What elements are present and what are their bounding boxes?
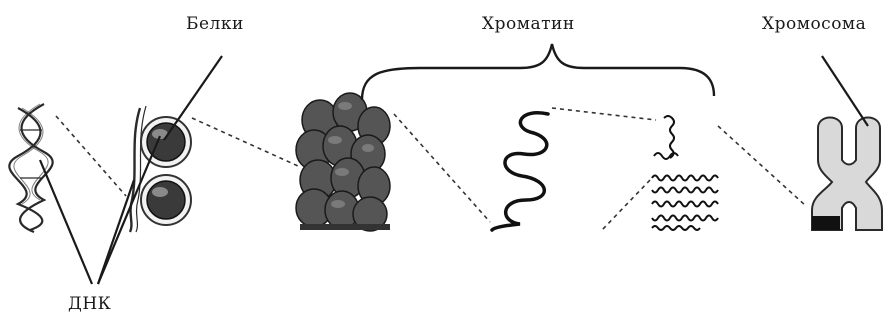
chromatin-loops (492, 113, 548, 230)
dna-double-helix (9, 104, 52, 232)
condensed-chromatin-coils (652, 116, 718, 230)
dna-label: ДНК (68, 294, 111, 314)
label-leader-lines (40, 56, 868, 284)
proteins-leader (164, 56, 222, 140)
chromosome-label: Хромосома (762, 14, 866, 34)
proteins-label: Белки (186, 14, 244, 34)
nucleosome-beads (130, 106, 191, 232)
chromatin-fiber (296, 93, 390, 231)
chromatin-brace (362, 44, 714, 100)
chromosome-leader (822, 56, 868, 126)
dna-leader-1 (40, 160, 92, 284)
chromosome (812, 118, 882, 231)
dna-leader-3 (98, 180, 134, 284)
chromatin-label: Хроматин (482, 14, 575, 34)
